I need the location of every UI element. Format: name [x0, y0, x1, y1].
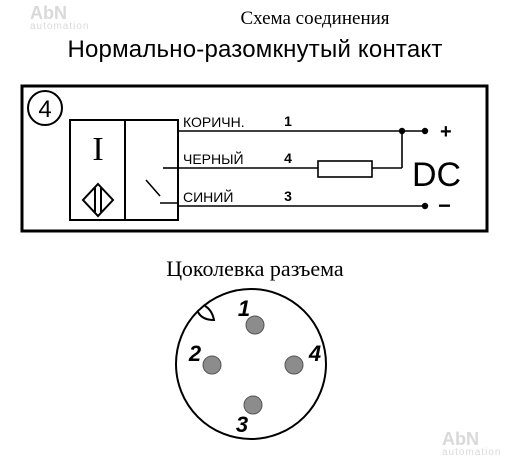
- wire-label-black: ЧЕРНЫЙ: [183, 150, 244, 167]
- watermark-brand-2: AbN: [442, 429, 479, 449]
- junction-dot: [398, 127, 406, 135]
- pin-4-label: 4: [308, 341, 321, 366]
- pin-2-label: 2: [188, 341, 202, 366]
- pin-4: [284, 355, 304, 375]
- switch-contact: [145, 179, 161, 197]
- pin-1: [245, 315, 265, 335]
- page-subtitle: Нормально-разомкнутый контакт: [67, 36, 443, 63]
- wire-pin-black: 4: [284, 150, 292, 166]
- pin-1-label: 1: [238, 296, 250, 321]
- connector-key: [197, 305, 216, 322]
- diagram-number-circle: [27, 90, 63, 126]
- wire-pin-brown: 1: [284, 113, 292, 129]
- diagram-number: 4: [38, 96, 51, 123]
- pin-2: [202, 355, 222, 375]
- pin-3: [243, 395, 263, 415]
- wire-label-brown: КОРИЧН.: [183, 114, 245, 130]
- diagram-frame: [20, 84, 489, 233]
- inductive-sensor-icon: [81, 182, 115, 218]
- supply-label: DC: [412, 156, 461, 194]
- load-resistor: [317, 160, 373, 178]
- terminal-dot-minus: [421, 202, 429, 210]
- watermark-bottom: AbN automation: [442, 430, 501, 458]
- terminal-dot-plus: [421, 127, 429, 135]
- connector-body: [175, 288, 327, 440]
- page-title: Схема соединения: [240, 8, 390, 29]
- terminal-plus: +: [440, 121, 452, 143]
- watermark-top: AbN automation: [30, 4, 89, 32]
- sensor-symbol: I: [92, 131, 103, 168]
- wire-label-blue: СИНИЙ: [183, 188, 233, 205]
- watermark-sub-2: automation: [442, 447, 502, 458]
- pin-3-label: 3: [236, 412, 248, 437]
- watermark-sub: automation: [30, 21, 90, 32]
- terminal-minus: −: [438, 193, 451, 218]
- watermark-brand: AbN: [30, 3, 67, 23]
- wire-pin-blue: 3: [284, 188, 292, 204]
- connector-title: Цоколевка разъема: [166, 256, 344, 281]
